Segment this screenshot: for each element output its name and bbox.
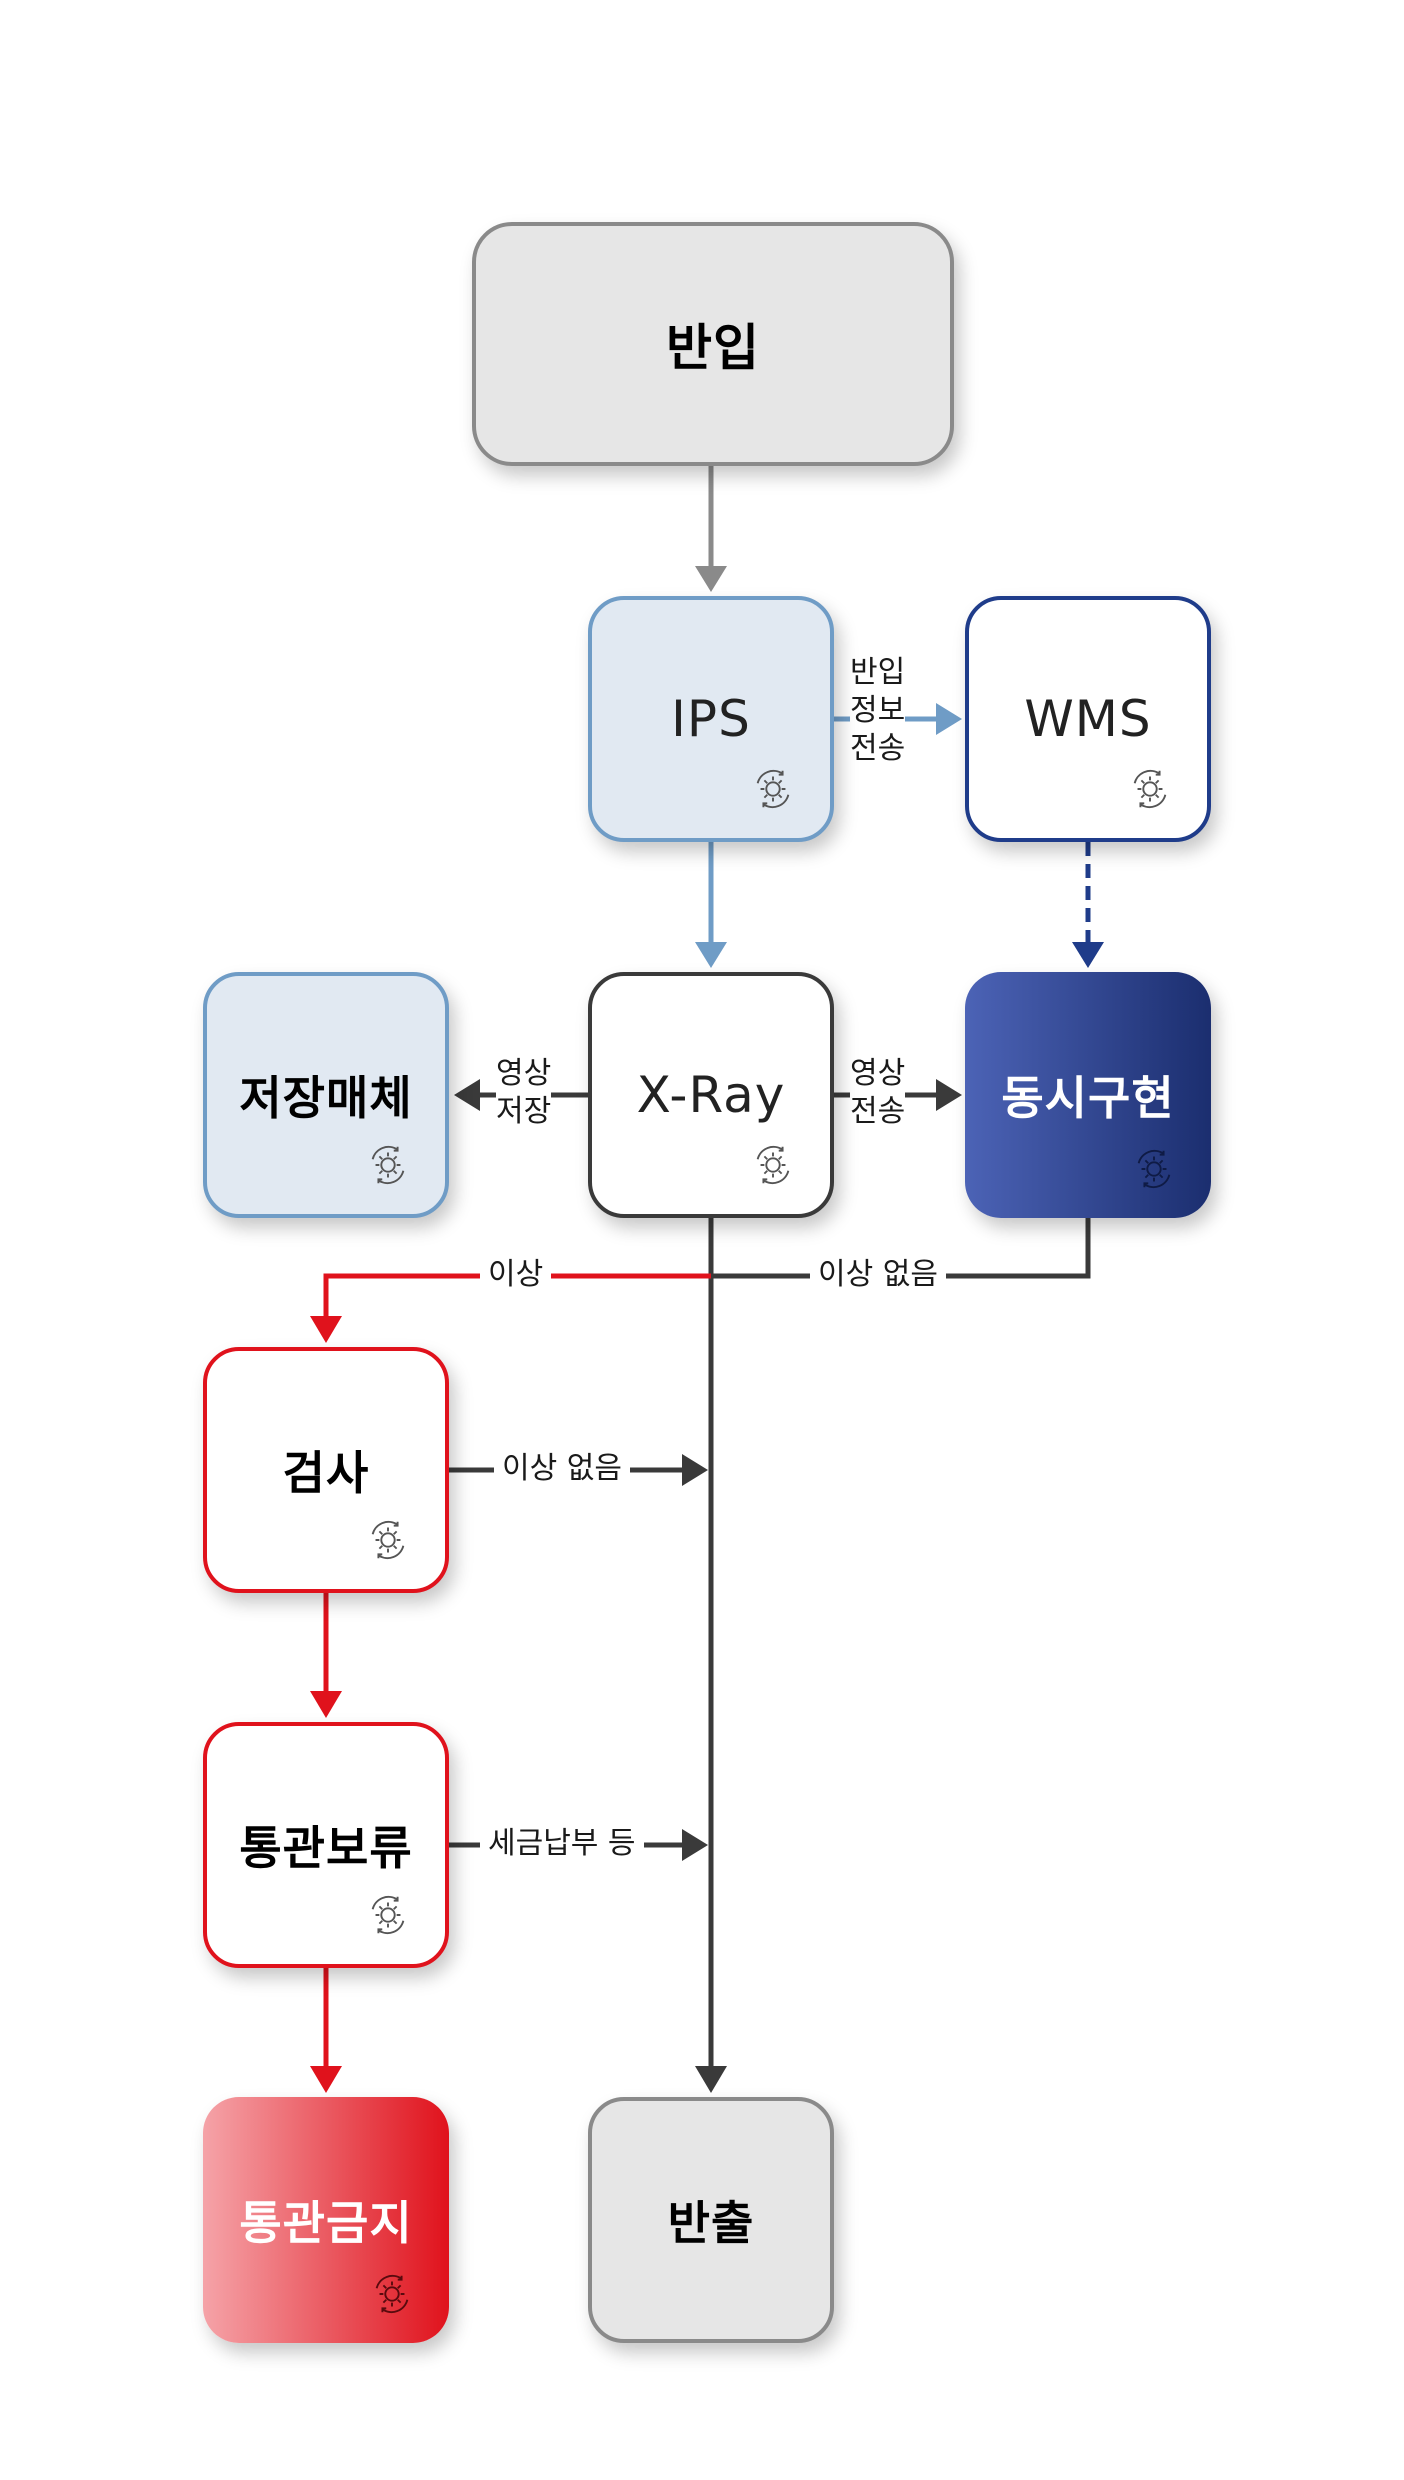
node-xray: X-Ray <box>588 972 834 1218</box>
node-inspect: 검사 <box>203 1347 449 1593</box>
arrowhead-banip-ips <box>695 566 727 592</box>
arrowhead-hold-ban <box>310 2066 342 2093</box>
gear-cycle-icon <box>371 1895 405 1935</box>
node-title: 반입 <box>666 319 760 377</box>
label-normal-sim: 이상 없음 <box>810 1256 946 1294</box>
arrowhead-inspect-trunk <box>682 1454 708 1486</box>
gear-cycle-icon <box>756 1145 790 1185</box>
gear-cycle-icon <box>756 769 790 809</box>
gear-cycle-icon <box>371 1145 405 1185</box>
node-title: 동시구현 <box>1001 1071 1175 1125</box>
node-title: 통관금지 <box>239 2196 413 2250</box>
node-wms: WMS <box>965 596 1211 842</box>
label-ips-to-wms: 반입 정보 전송 <box>850 654 906 768</box>
node-title: 검사 <box>282 1446 370 1500</box>
gear-cycle-icon <box>1137 1149 1171 1189</box>
arrowhead-xray-out <box>695 2066 727 2093</box>
node-title: 반출 <box>667 2196 755 2250</box>
gear-cycle-icon <box>375 2274 409 2314</box>
arrowhead-xray-sim <box>936 1079 962 1111</box>
node-title: 통관보류 <box>239 1821 413 1875</box>
node-banip: 반입 <box>472 222 954 466</box>
node-title: IPS <box>671 690 751 748</box>
arrowhead-hold-trunk <box>682 1829 708 1861</box>
gear-cycle-icon <box>1133 769 1167 809</box>
gear-cycle-icon <box>371 1520 405 1560</box>
node-sim: 동시구현 <box>965 972 1211 1218</box>
node-title: 저장매체 <box>239 1071 413 1125</box>
label-xray-to-storage: 영상 저장 <box>496 1055 552 1131</box>
label-normal-inspect: 이상 없음 <box>494 1450 630 1488</box>
label-abnormal: 이상 <box>480 1256 552 1294</box>
node-title: X-Ray <box>636 1066 786 1124</box>
node-hold: 통관보류 <box>203 1722 449 1968</box>
arrowhead-wms-sim <box>1072 942 1104 968</box>
label-xray-to-sim: 영상 전송 <box>850 1055 906 1131</box>
node-ban: 통관금지 <box>203 2097 449 2343</box>
arrowhead-ips-xray <box>695 942 727 968</box>
arrowhead-abnormal-inspect <box>310 1316 342 1343</box>
label-tax-payment: 세금납부 등 <box>480 1825 644 1863</box>
arrowhead-inspect-hold <box>310 1691 342 1718</box>
node-ips: IPS <box>588 596 834 842</box>
node-out: 반출 <box>588 2097 834 2343</box>
node-title: WMS <box>1024 690 1152 748</box>
node-storage: 저장매체 <box>203 972 449 1218</box>
arrow-abnormal-inspect <box>323 1273 711 1318</box>
arrowhead-xray-storage <box>454 1079 480 1111</box>
arrowhead-ips-wms <box>936 703 962 735</box>
